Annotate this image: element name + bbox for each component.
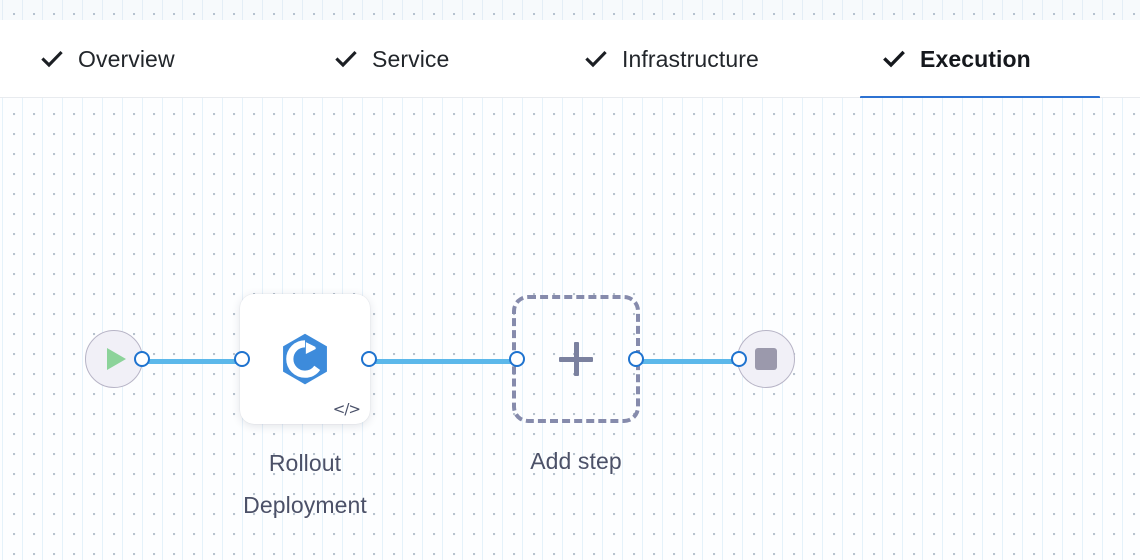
tab-execution[interactable]: Execution	[860, 20, 1100, 101]
check-icon	[584, 47, 608, 71]
port-rollout-input[interactable]	[234, 351, 250, 367]
plus-icon	[559, 342, 593, 376]
tab-label: Overview	[78, 45, 175, 72]
code-icon[interactable]: </>	[332, 400, 361, 418]
pipeline-tab-bar: Overview Service Infrastructure	[0, 20, 1140, 101]
stop-icon	[755, 348, 777, 370]
port-end-input[interactable]	[731, 351, 747, 367]
canvas-top-strip	[0, 0, 1140, 20]
port-addstep-output[interactable]	[628, 351, 644, 367]
edge-addstep-to-end[interactable]	[632, 359, 742, 364]
rollout-deployment-icon	[278, 332, 332, 386]
tab-label: Infrastructure	[622, 45, 759, 72]
tab-infrastructure[interactable]: Infrastructure	[562, 20, 828, 98]
tab-label: Service	[372, 45, 450, 72]
execution-graph-canvas[interactable]: </> Rollout Deployment Add step	[0, 98, 1140, 560]
edge-start-to-rollout[interactable]	[140, 359, 244, 364]
play-icon	[107, 348, 126, 370]
tab-service[interactable]: Service	[312, 20, 502, 98]
step-node-rollout-deployment[interactable]: </>	[240, 294, 370, 424]
add-step-node[interactable]	[512, 295, 640, 423]
port-rollout-output[interactable]	[361, 351, 377, 367]
node-label-add-step: Add step	[530, 448, 622, 474]
port-addstep-input[interactable]	[509, 351, 525, 367]
edge-rollout-to-addstep[interactable]	[366, 359, 520, 364]
pipeline-start-node[interactable]	[85, 330, 143, 388]
check-icon	[334, 47, 358, 71]
check-icon	[40, 47, 64, 71]
tab-overview[interactable]: Overview	[18, 20, 236, 98]
port-start-output[interactable]	[134, 351, 150, 367]
check-icon	[882, 47, 906, 71]
node-label-rollout-deployment: Rollout Deployment	[243, 450, 367, 518]
tab-label: Execution	[920, 45, 1031, 72]
